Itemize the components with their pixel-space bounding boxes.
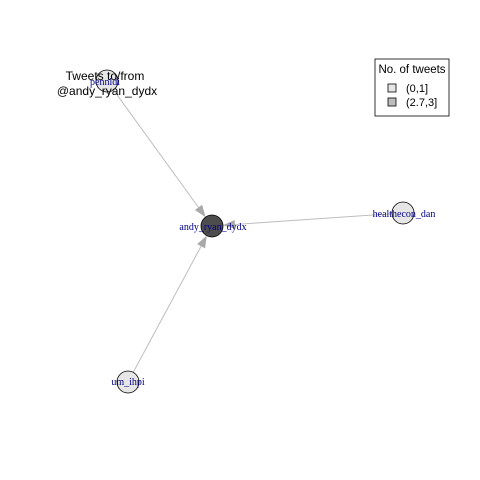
edge-um_ihpi-to-andy [132,246,202,373]
node-circle-um-ihpi [116,370,140,394]
legend-label-2-7-3: (2.7,3] [406,97,437,109]
edges-layer [113,89,393,373]
node-um-ihpi [116,370,140,394]
node-circle-andy-ryan-dydx [200,214,224,238]
node-label-andy-ryan-dydx: andy_ryan_dydx [179,222,246,233]
legend-label-0-1: (0,1] [406,83,428,95]
node-circle-healthecon-dan [391,201,415,225]
node-pennldi [95,69,119,93]
legend-swatch-2-7-3 [387,97,397,107]
node-circle-pennldi [95,69,119,93]
node-andy-ryan-dydx [200,214,224,238]
node-label-pennldi: pennldi [90,77,120,88]
node-healthecon-dan [391,201,415,225]
legend: No. of tweets (0,1] (2.7,3] [374,58,450,117]
edge-pennldi-to-andy [113,89,199,208]
chart-title-line1: Tweets to/from [66,69,145,83]
node-label-healthecon-dan: healthecon_dan [373,209,436,220]
arrowhead-pennldi-to-andy [194,204,206,218]
legend-swatch-0-1 [387,83,397,93]
legend-title: No. of tweets [378,64,445,76]
edge-healthecon-to-andy [234,213,393,225]
legend-box [374,58,450,117]
node-label-um-ihpi: um_ihpi [111,377,145,388]
arrowhead-healthecon-to-andy [222,219,236,229]
arrowhead-um_ihpi-to-andy [197,235,207,249]
chart-title-line2: @andy_ryan_dydx [57,84,157,98]
